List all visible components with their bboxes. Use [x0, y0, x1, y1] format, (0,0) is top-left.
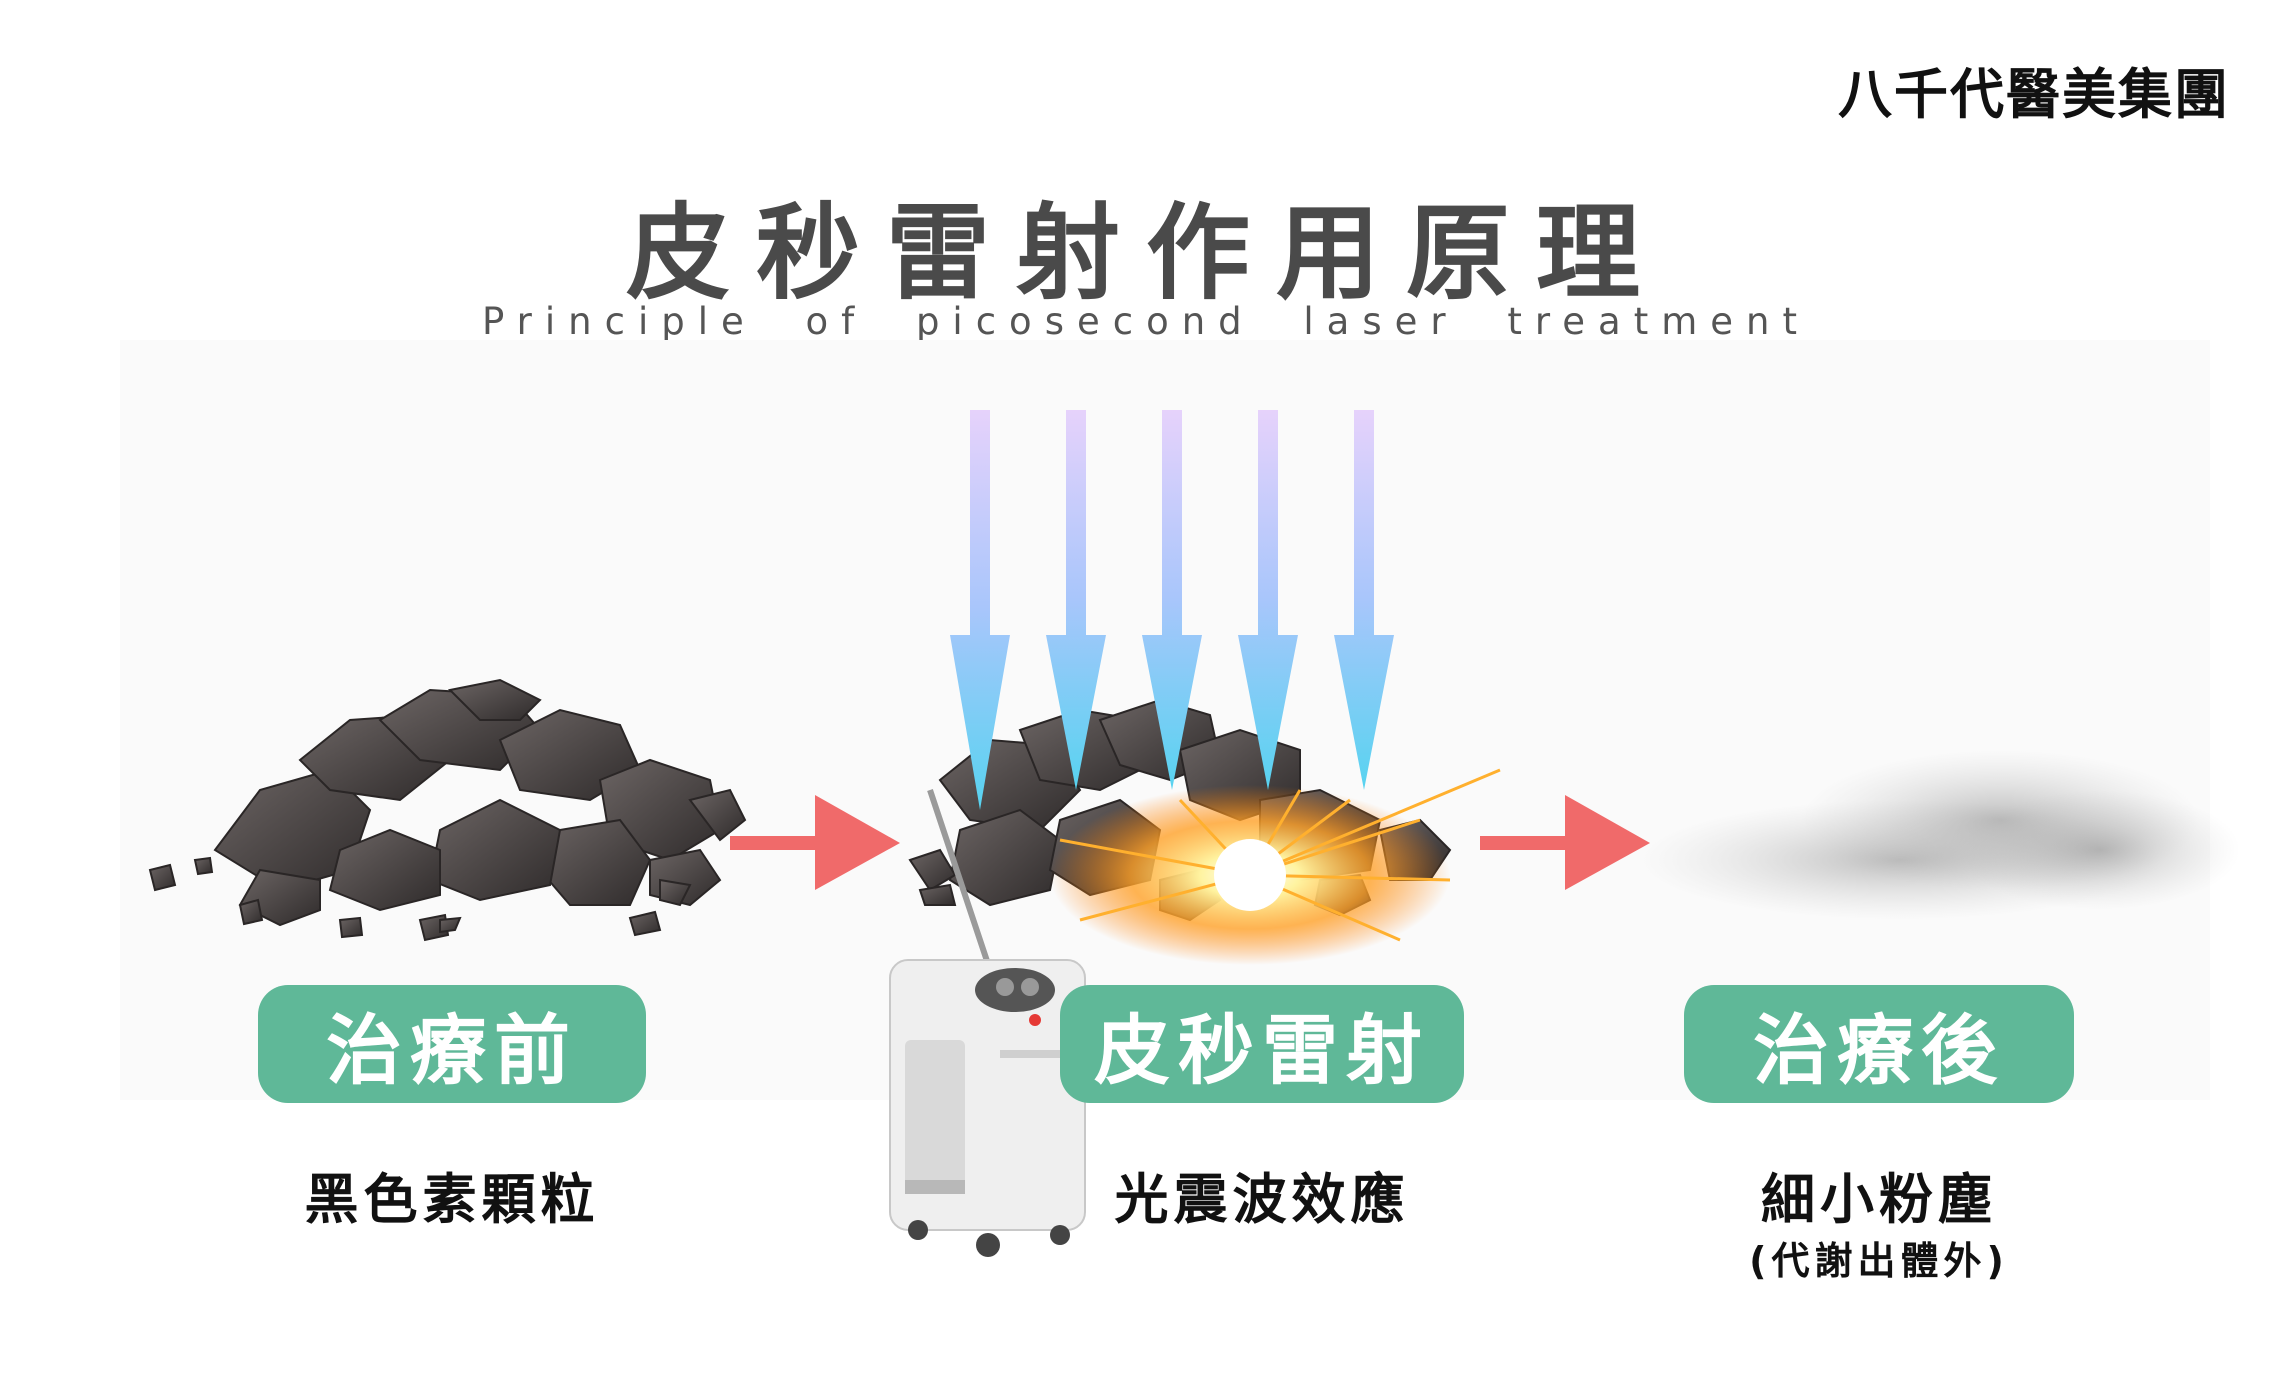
laser-beams [950, 410, 1394, 810]
laser-beam [1142, 410, 1202, 790]
caption-after-note: (代謝出體外) [1749, 1239, 2009, 1283]
fine-dust-cloud [1640, 750, 2240, 920]
stage-label-laser: 皮秒雷射 [1060, 985, 1464, 1103]
stage-label-after: 治療後 [1684, 985, 2074, 1103]
shockwave-burst [1050, 768, 1501, 965]
caption-laser: 光震波效應 [1114, 1168, 1410, 1231]
picosecond-laser-machine [889, 789, 1090, 1257]
caption-after: 細小粉塵 [1761, 1168, 1997, 1231]
laser-beam [950, 410, 1010, 810]
laser-beam [1334, 410, 1394, 790]
brand-logo: 八千代醫美集團 [1838, 62, 2230, 126]
laser-beam [1046, 410, 1106, 790]
page-title: 皮秒雷射作用原理 [625, 192, 1666, 314]
stage-label-before: 治療前 [258, 985, 646, 1103]
flow-arrow-1 [730, 795, 900, 890]
caption-before: 黑色素顆粒 [304, 1168, 600, 1231]
pigment-rocks-pile [148, 678, 747, 942]
flow-arrow-2 [1480, 795, 1650, 890]
laser-beam [1238, 410, 1298, 790]
page-subtitle: Principle of picosecond laser treatment [482, 300, 1810, 343]
